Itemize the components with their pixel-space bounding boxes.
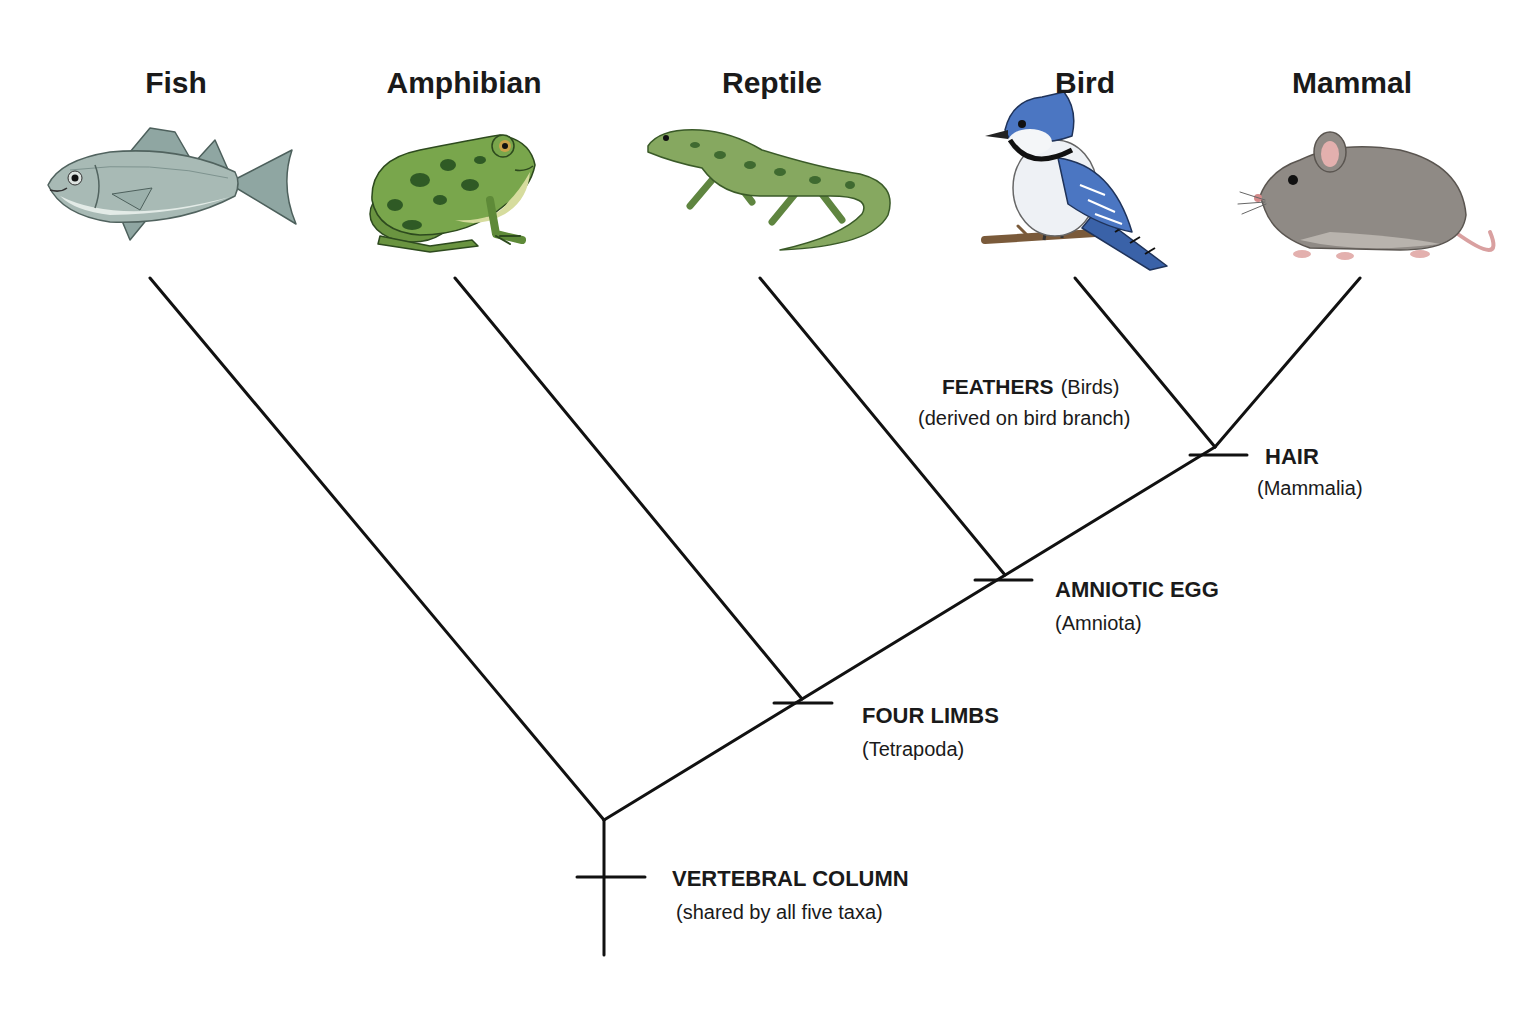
cladogram-tree	[150, 278, 1360, 955]
taxon-name: Mammal	[1292, 66, 1412, 101]
trait-tick	[975, 579, 1032, 582]
clade-name: (Amniota)	[1055, 612, 1142, 635]
fish-illustration	[48, 128, 296, 240]
mouse-illustration	[1238, 132, 1493, 260]
root-stem	[603, 820, 606, 955]
amphibian-branch	[455, 278, 802, 699]
trait-note: (shared by all five taxa)	[676, 901, 883, 924]
clade-name: (Mammalia)	[1257, 477, 1363, 500]
trait-tick	[1190, 454, 1247, 457]
bird-illustration	[985, 92, 1167, 270]
trait-note: (derived on bird branch)	[918, 407, 1130, 430]
trait-name: VERTEBRAL COLUMN	[672, 866, 909, 891]
frog-illustration	[370, 135, 535, 252]
trait-tick	[577, 876, 645, 879]
trait-tick	[774, 702, 832, 705]
trait-name: AMNIOTIC EGG	[1055, 577, 1219, 602]
clade-name: (Tetrapoda)	[862, 738, 964, 761]
clade-name: (Birds)	[1061, 376, 1120, 399]
mammal-branch	[1215, 278, 1360, 447]
trait-name: HAIR	[1265, 444, 1319, 469]
lizard-illustration	[648, 130, 890, 250]
taxon-name: Amphibian	[387, 66, 542, 101]
taxon-name: Reptile	[722, 66, 822, 101]
trait-name: FOUR LIMBS	[862, 703, 999, 728]
fish-branch	[150, 278, 604, 820]
taxon-name: Fish	[145, 66, 207, 101]
trait-name: FEATHERS	[942, 375, 1054, 399]
main-branch	[604, 447, 1215, 820]
taxon-name: Bird	[1055, 66, 1115, 101]
